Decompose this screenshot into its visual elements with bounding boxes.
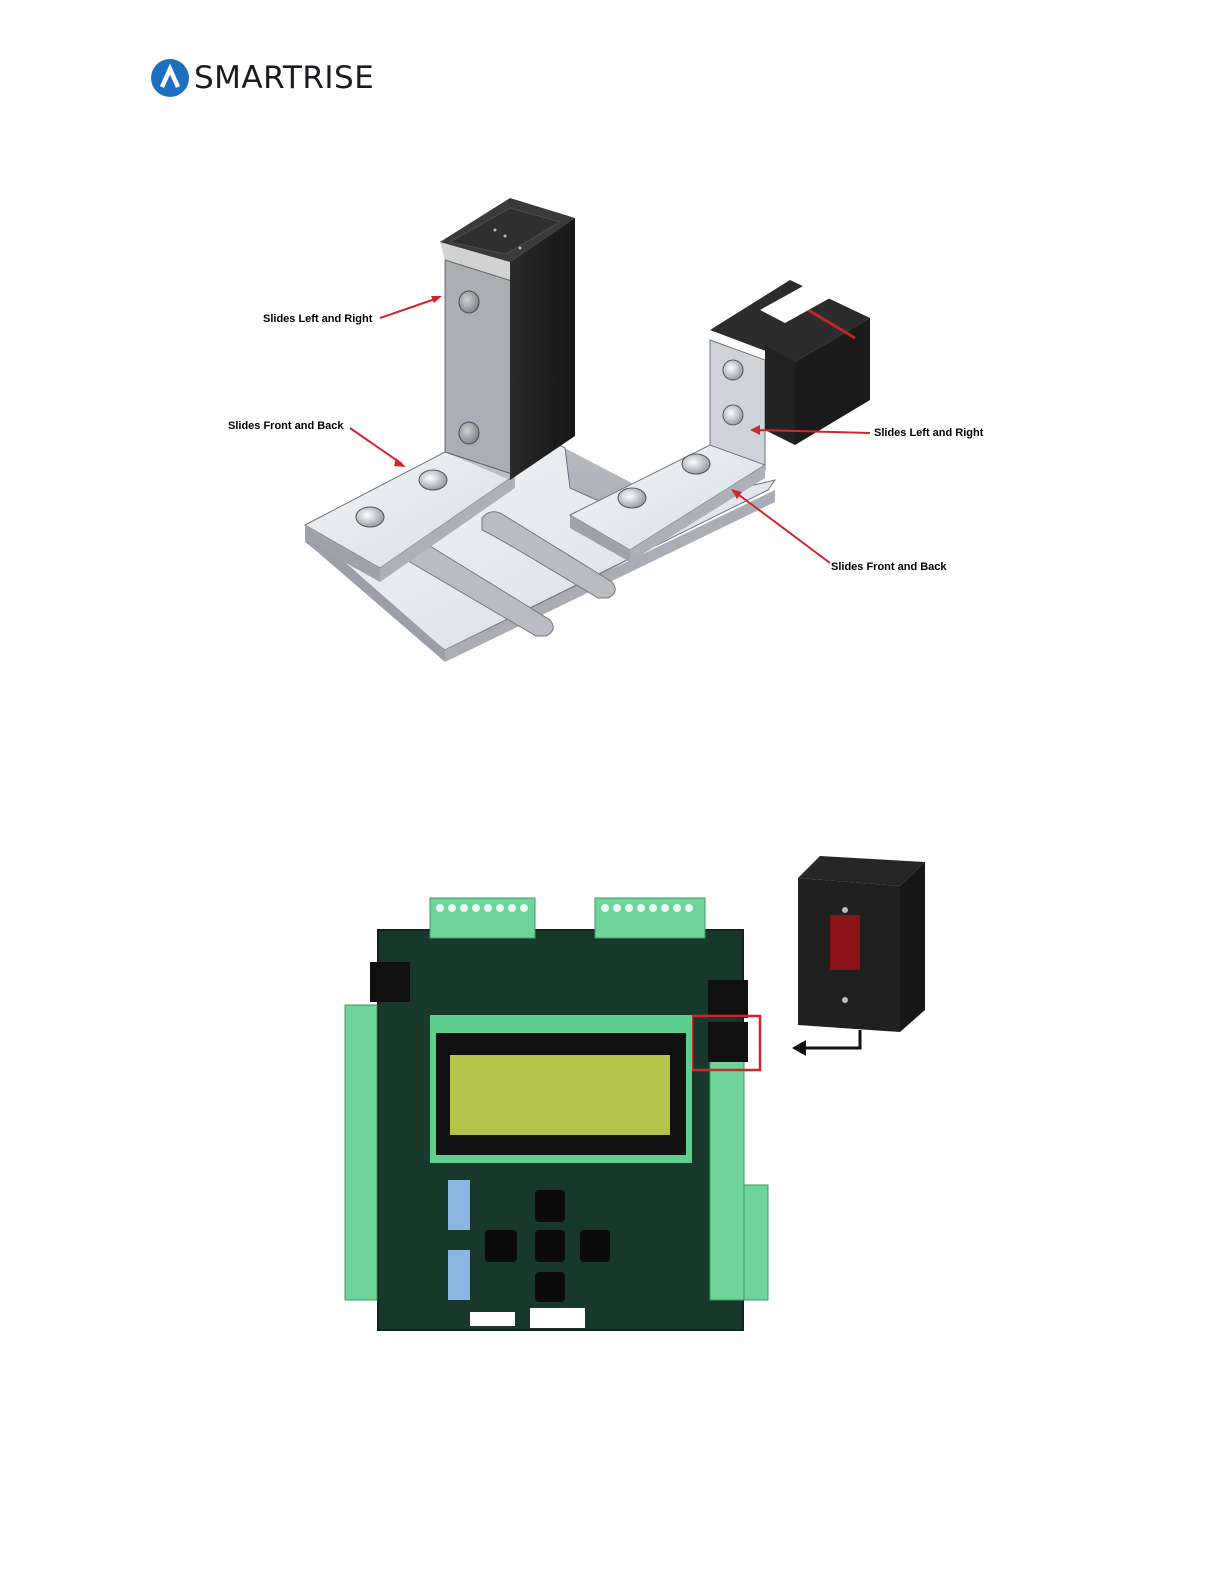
- logo-wordmark: SMARTRISE: [194, 60, 374, 96]
- right-rj-connector-highlighted: [708, 1022, 748, 1062]
- callout-left-sensor-lr: Slides Left and Right: [263, 313, 372, 325]
- sensor-indicator: [830, 915, 860, 970]
- connection-arrow: [792, 1030, 860, 1056]
- right-slide-bracket: [570, 340, 765, 562]
- sensor-box: [798, 856, 925, 1032]
- left-rj-connector: [370, 962, 410, 1002]
- controller-board-drawing: [340, 850, 940, 1340]
- callout-right-bracket-fb: Slides Front and Back: [831, 561, 947, 573]
- dip-switch-1: [448, 1180, 470, 1230]
- lcd-screen: [450, 1055, 670, 1135]
- callout-right-sensor-lr: Slides Left and Right: [874, 427, 983, 439]
- barcode-label: [530, 1308, 585, 1328]
- left-sensor-box: [440, 198, 575, 480]
- controller-board-photo: [340, 850, 940, 1340]
- dip-switch-2: [448, 1250, 470, 1300]
- bracket-illustration: Slides Left and Right Slides Front and B…: [220, 190, 1000, 670]
- left-terminal-blocks: [345, 1005, 377, 1300]
- right-rj-connector-top: [708, 980, 748, 1018]
- board-label: [470, 1312, 515, 1326]
- callout-left-bracket-fb: Slides Front and Back: [228, 420, 344, 432]
- smartrise-logo: SMARTRISE: [150, 57, 374, 99]
- right-terminal-blocks: [710, 1050, 768, 1300]
- smartrise-logo-icon: [150, 58, 190, 98]
